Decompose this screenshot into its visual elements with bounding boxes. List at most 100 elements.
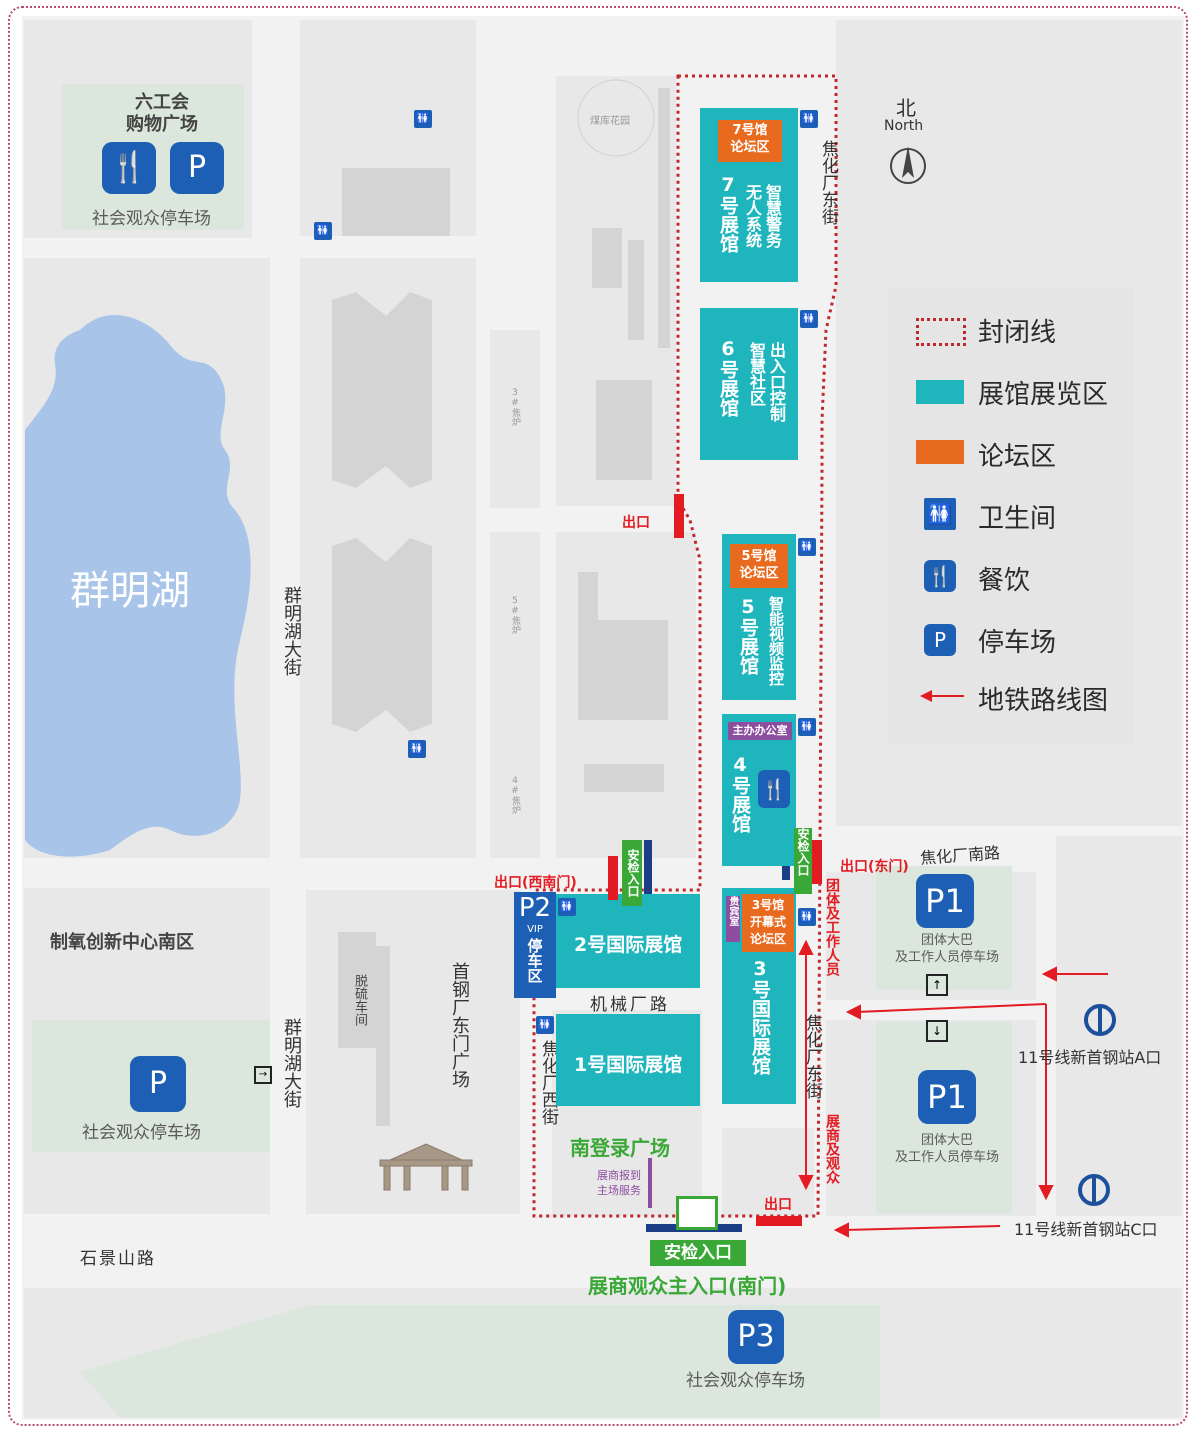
meiku-label: 煤库花园 <box>590 116 630 127</box>
metro-arrow-icon <box>920 690 964 702</box>
hall-1[interactable]: 1号国际展馆 <box>556 1014 700 1106</box>
road-jiaohua-east-1: 焦化厂东街 <box>818 140 838 225</box>
p1-top-label: 团体大巴 及工作人员停车场 <box>894 933 999 965</box>
legend-metro-label: 地铁路线图 <box>978 686 1109 716</box>
organizer-office: 主办办公室 <box>728 722 792 740</box>
road-jiaohua-east-2: 焦化厂东街 <box>802 1014 822 1099</box>
compass-icon <box>890 146 926 184</box>
exit-east-label[interactable]: 出口(东门) <box>840 859 909 875</box>
metro-routes <box>798 939 1108 1238</box>
dining-icon: 🍴 <box>102 142 156 194</box>
hall-4[interactable]: 主办办公室 4号展馆 🍴 <box>722 714 796 866</box>
exit-sw-bar <box>608 856 618 900</box>
p2-parking[interactable]: P2 VIP 停车区 <box>514 892 556 998</box>
exhibitor-route-label: 展商及观众 <box>824 1114 840 1184</box>
exit-mid-bar <box>674 494 684 538</box>
restroom-icon: 🚻 <box>924 498 956 530</box>
staff-route-label: 团体及工作人员 <box>824 878 840 976</box>
p3-label: 社会观众停车场 <box>686 1371 805 1391</box>
hall-7-name: 7号展馆 <box>717 174 739 253</box>
main-entrance-label: 展商观众主入口(南门) <box>588 1274 787 1298</box>
parking-icon: P <box>170 142 224 194</box>
restroom-icon: 🚻 <box>558 898 576 916</box>
restroom-icon: 🚻 <box>536 1016 554 1034</box>
restroom-icon: 🚻 <box>800 110 818 128</box>
exit-east-bar <box>812 840 822 884</box>
hall-3-name: 3号国际展馆 <box>749 958 771 1075</box>
hall-5-name: 5号展馆 <box>737 596 759 675</box>
hall-7-forum: 7号馆 论坛区 <box>718 120 782 162</box>
hall-5[interactable]: 5号馆 论坛区 5号展馆 智能视频监控 <box>722 534 796 700</box>
compass-en: North <box>884 118 924 134</box>
shougang-plaza-label: 首钢厂东门广场 <box>449 962 470 1088</box>
parking-entry-icon: ↑ <box>926 974 948 996</box>
hall-6-name: 6号展馆 <box>717 338 739 417</box>
zhiyang-label: 制氧创新中心南区 <box>50 932 194 953</box>
legend-hall-swatch <box>916 380 964 404</box>
restroom-icon: 🚻 <box>414 110 432 128</box>
hall-1-name: 1号国际展馆 <box>574 1054 683 1076</box>
gate-icon <box>379 1143 473 1191</box>
security-north[interactable]: 安检入口 <box>622 840 642 906</box>
p2-vip: VIP <box>527 924 543 935</box>
p1-top-code[interactable]: P1 <box>916 874 974 928</box>
p1-bottom-label: 团体大巴 及工作人员停车场 <box>894 1133 999 1165</box>
hall-2[interactable]: 2号国际展馆 <box>556 894 700 988</box>
map-frame <box>8 6 1188 1426</box>
p3-code[interactable]: P3 <box>728 1310 784 1364</box>
service-bar <box>648 1158 652 1208</box>
liugonghui-parking-label: 社会观众停车场 <box>92 209 211 229</box>
hall-5-topic: 智能视频监控 <box>767 596 785 686</box>
restroom-icon: 🚻 <box>798 538 816 556</box>
hall-6[interactable]: 6号展馆 出入口控制 智慧社区 <box>700 308 798 460</box>
coke3-label: 3#焦炉 <box>510 388 520 426</box>
compass-cn: 北 <box>896 96 916 120</box>
p2-code: P2 <box>518 893 552 923</box>
p2-label: 停车区 <box>525 938 544 983</box>
hall-5-forum: 5号馆 论坛区 <box>730 544 788 588</box>
exit-south-bar <box>756 1216 802 1226</box>
metro-logo-a-icon <box>1084 1004 1116 1036</box>
exit-mid-label[interactable]: 出口 <box>622 515 650 531</box>
p1-bottom-code[interactable]: P1 <box>918 1070 976 1124</box>
hall-3[interactable]: 贵宾室 3号馆 开幕式 论坛区 3号国际展馆 <box>722 888 796 1104</box>
south-login-label: 南登录广场 <box>570 1136 670 1160</box>
legend-forum-label: 论坛区 <box>978 442 1057 472</box>
legend-parking-label: 停车场 <box>978 628 1057 658</box>
parking-icon: P <box>924 624 956 656</box>
metro-station-a: 11号线新首钢站A口 <box>1018 1048 1162 1067</box>
restroom-icon: 🚻 <box>798 718 816 736</box>
west-parking-label: 社会观众停车场 <box>82 1123 201 1143</box>
road-shijingshan: 石景山路 <box>80 1249 156 1269</box>
parking-entry-icon: → <box>254 1066 272 1084</box>
hall-6-topic: 出入口控制 智慧社区 <box>747 342 786 422</box>
metro-logo-c-icon <box>1078 1174 1110 1206</box>
dining-icon: 🍴 <box>758 770 790 808</box>
hall-7[interactable]: 7号馆 论坛区 7号展馆 智慧警务 无人系统 <box>700 108 798 282</box>
exhibitor-service-label: 展商报到 主场服务 <box>597 1169 641 1197</box>
metro-station-c: 11号线新首钢站C口 <box>1014 1220 1158 1239</box>
security-main[interactable]: 安检入口 <box>650 1240 746 1266</box>
hall-4-name: 4号展馆 <box>729 754 751 833</box>
hall-7-topic: 智慧警务 无人系统 <box>743 184 782 248</box>
lake-label: 群明湖 <box>70 568 190 614</box>
coke5-label: 5#焦炉 <box>510 596 520 634</box>
restroom-icon: 🚻 <box>408 740 426 758</box>
legend-closure-swatch <box>916 318 966 346</box>
road-jiaohua-west: 焦化厂西街 <box>538 1040 558 1125</box>
legend-forum-swatch <box>916 440 964 464</box>
vip-room: 贵宾室 <box>726 896 740 942</box>
exit-southwest-label[interactable]: 出口(西南门) <box>494 875 577 891</box>
legend: 封闭线 展馆展览区 论坛区 🚻 卫生间 🍴 餐饮 P 停车场 地铁路线图 <box>888 288 1134 744</box>
exit-south-label[interactable]: 出口 <box>764 1197 792 1213</box>
hall-3-forum: 3号馆 开幕式 论坛区 <box>742 894 794 952</box>
security-east[interactable]: 安检入口 <box>794 828 812 894</box>
hall-2-name: 2号国际展馆 <box>574 934 683 956</box>
tuoliu-label: 脱硫车间 <box>352 974 367 1026</box>
coke4-label: 4#焦炉 <box>510 776 520 814</box>
legend-closure-label: 封闭线 <box>978 318 1057 348</box>
restroom-icon: 🚻 <box>800 310 818 328</box>
security-gate-icon <box>676 1196 718 1230</box>
parking-exit-icon: ↓ <box>926 1020 948 1042</box>
